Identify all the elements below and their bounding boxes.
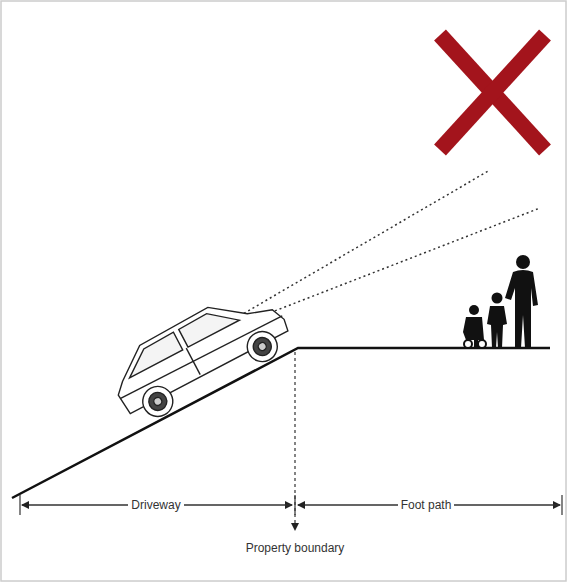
pedestrians [463,255,538,348]
dimension-label: Foot path [398,498,455,512]
dimension-lines [20,495,562,515]
red-cross [440,35,545,150]
boundary-label: Property boundary [243,541,348,555]
dimension-label: Driveway [128,498,183,512]
ground-profile [12,348,550,498]
boundary-line [294,352,295,530]
car [102,279,298,430]
